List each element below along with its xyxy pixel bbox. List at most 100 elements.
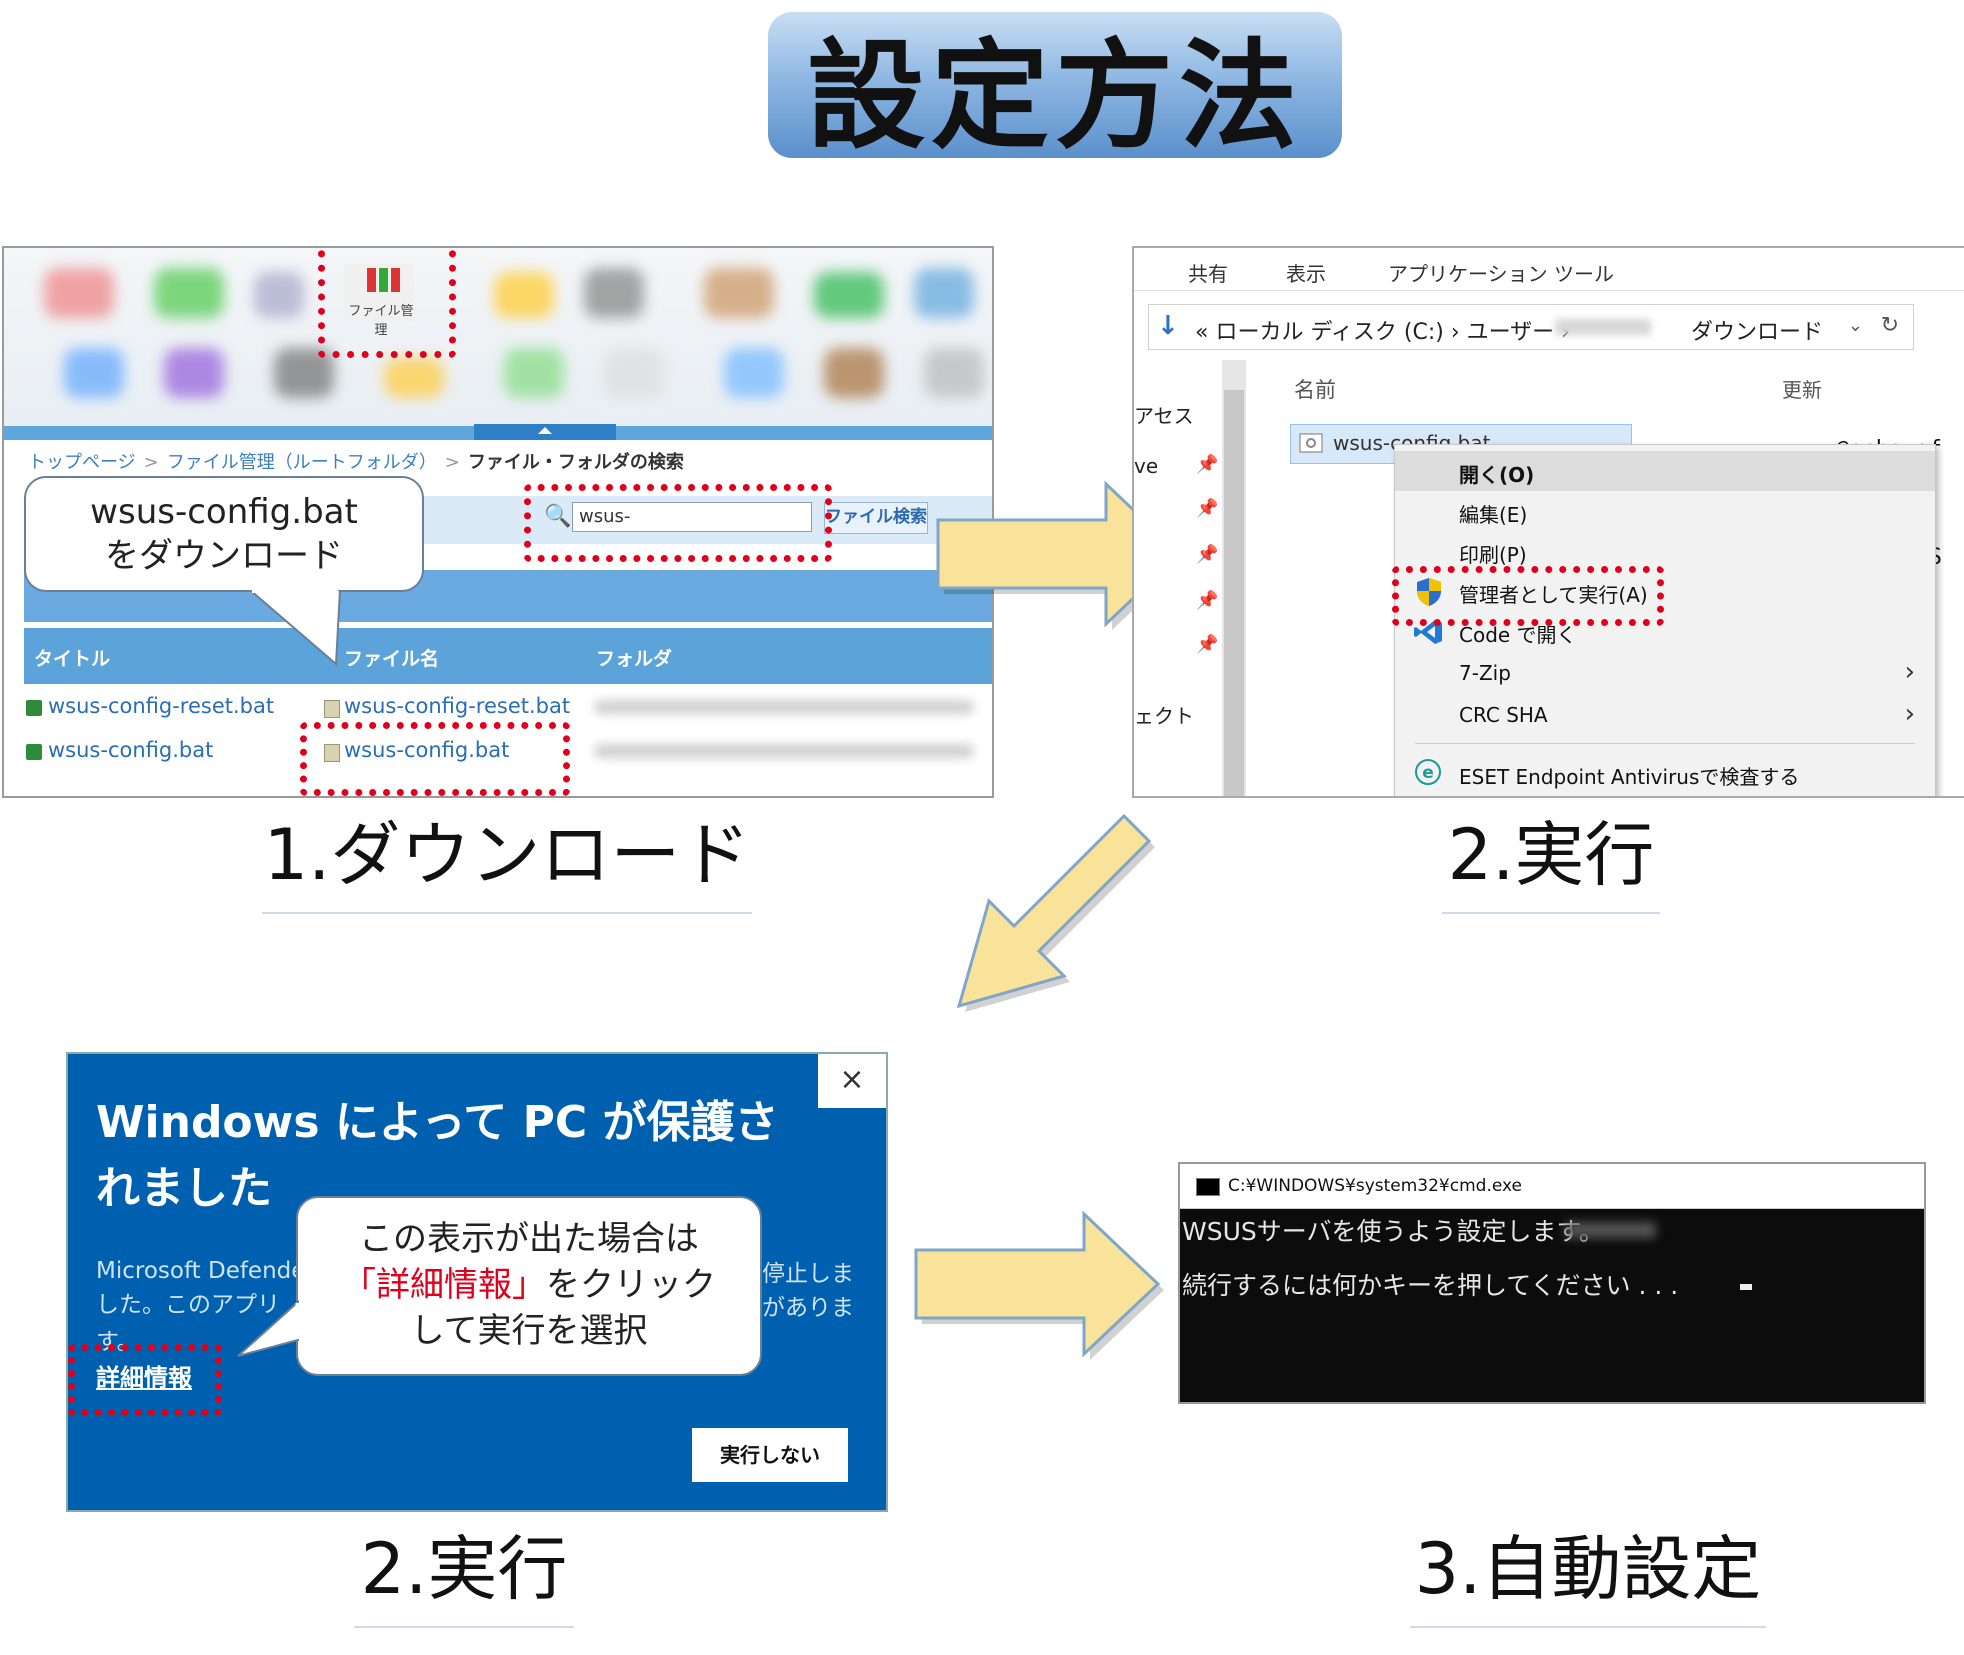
callout-line: をクリック — [546, 1265, 716, 1305]
nav-item[interactable]: ェクト — [1134, 704, 1194, 728]
breadcrumb-top[interactable]: トップページ — [28, 452, 136, 473]
highlight-config-file — [300, 722, 570, 796]
refresh-icon[interactable]: ↻ — [1880, 313, 1899, 338]
more-info-link[interactable]: 詳細情報 — [96, 1364, 192, 1392]
menu-open[interactable]: 開く(O) — [1395, 451, 1935, 491]
tab-app-tools[interactable]: アプリケーション ツール — [1388, 262, 1614, 286]
step3-label: 2.実行 — [354, 1534, 574, 1628]
ribbon-tabs: 共有 表示 アプリケーション ツール — [1134, 248, 1964, 291]
highlight-file-manager — [318, 248, 456, 358]
column-updated[interactable]: 更新 — [1782, 378, 1822, 402]
page-title: 設定方法 — [768, 12, 1342, 165]
menu-edit[interactable]: 編集(E) — [1395, 491, 1935, 531]
cmd-icon — [1196, 1178, 1220, 1196]
breadcrumb: トップページ>ファイル管理（ルートフォルダ）>ファイル・フォルダの検索 — [28, 452, 684, 473]
menu-label: 開く(O) — [1459, 463, 1535, 487]
col-filename: ファイル名 — [344, 648, 440, 670]
table-header: タイトル ファイル名 フォルダ — [24, 628, 992, 684]
callout-more-info: この表示が出た場合は 「詳細情報」をクリック して実行を選択 — [296, 1196, 762, 1376]
tab-view[interactable]: 表示 — [1286, 262, 1326, 286]
menu-eset-scan[interactable]: e ESET Endpoint Antivirusで検査する — [1395, 753, 1935, 793]
file-search-button[interactable]: ファイル検索 — [824, 502, 928, 534]
highlight-search — [524, 484, 832, 562]
col-title: タイトル — [34, 648, 111, 670]
uac-shield-icon — [1417, 578, 1441, 606]
breadcrumb-file-manager[interactable]: ファイル管理（ルートフォルダ） — [166, 452, 437, 473]
cmd-title-bar: C:¥WINDOWS¥system32¥cmd.exe — [1180, 1164, 1924, 1209]
blurred-folder — [594, 700, 974, 714]
menu-label: Code で開く — [1459, 623, 1577, 647]
tab-share[interactable]: 共有 — [1188, 262, 1228, 286]
nav-item[interactable]: アセス — [1134, 404, 1194, 428]
row-filename-link[interactable]: wsus-config.bat — [344, 738, 510, 762]
pin-icon: 📌 — [1196, 634, 1219, 655]
menu-crc-sha[interactable]: CRC SHA › — [1395, 695, 1935, 735]
collapse-tab[interactable] — [474, 424, 616, 440]
callout-tail — [237, 1300, 301, 1357]
dialog-body-line: Microsoft Defender — [96, 1258, 315, 1284]
table-row: wsus-config.bat wsus-config.bat — [24, 732, 992, 772]
file-manager-screenshot: ファイル管理 トップページ>ファイル管理（ルートフォルダ）>ファイル・フォルダの… — [2, 246, 994, 798]
document-icon — [324, 744, 340, 762]
document-icon — [324, 700, 340, 718]
cmd-output-line: WSUSサーバを使うよう設定します。 — [1182, 1217, 1605, 1246]
nav-item[interactable]: ve — [1134, 454, 1159, 478]
navigation-pane: アセス ve ェクト 📌 📌 📌 📌 📌 — [1134, 360, 1238, 796]
pin-icon: 📌 — [1196, 498, 1219, 519]
app-launcher-area: ファイル管理 — [4, 248, 992, 426]
menu-open-with-code[interactable]: Code で開く — [1395, 611, 1935, 651]
step4-label: 3.自動設定 — [1410, 1534, 1766, 1628]
menu-label: 7-Zip — [1459, 661, 1511, 685]
pin-icon: 📌 — [1196, 544, 1219, 565]
callout-line: この表示が出た場合は — [359, 1219, 699, 1259]
menu-separator — [1415, 743, 1915, 744]
row-title-link[interactable]: wsus-config-reset.bat — [48, 694, 275, 718]
cmd-output-line: 続行するには何かキーを押してください . . . — [1182, 1271, 1679, 1300]
arrow-down-left-icon — [944, 806, 1184, 1026]
address-folder: ダウンロード — [1691, 320, 1824, 345]
search-input[interactable]: wsus- — [572, 502, 812, 532]
callout-highlight: 「詳細情報」 — [342, 1265, 546, 1305]
column-name[interactable]: 名前 — [1294, 378, 1336, 402]
callout-download: wsus-config.bat をダウンロード — [24, 476, 424, 592]
chevron-down-icon[interactable]: ⌄ — [1847, 315, 1863, 336]
row-title-link[interactable]: wsus-config.bat — [48, 738, 214, 762]
callout-filename: wsus-config.bat — [90, 492, 358, 532]
search-icon: 🔍 — [544, 504, 572, 529]
eset-icon: e — [1415, 759, 1441, 785]
file-icon — [26, 744, 42, 760]
breadcrumb-current: ファイル・フォルダの検索 — [467, 452, 684, 473]
menu-label: 編集(E) — [1459, 503, 1528, 527]
menu-label: 管理者として実行(A) — [1459, 583, 1648, 607]
cmd-cursor — [1740, 1284, 1752, 1290]
callout-action: をダウンロード — [105, 536, 343, 576]
step1-label: 1.ダウンロード — [262, 820, 752, 914]
dialog-title: Windows によって PC が保護されました — [96, 1097, 779, 1214]
address-bar[interactable]: ↓ « ローカル ディスク (C:) › ユーザー › ダウンロード ⌄ ↻ — [1148, 304, 1914, 350]
bat-file-icon — [1299, 433, 1323, 453]
dont-run-button[interactable]: 実行しない — [692, 1428, 848, 1482]
file-icon — [26, 700, 42, 716]
scrollbar-thumb[interactable] — [1224, 390, 1244, 796]
dialog-body-fragment: 停止しま — [762, 1261, 854, 1287]
menu-label: 印刷(P) — [1459, 543, 1527, 567]
close-icon[interactable]: × — [818, 1054, 886, 1108]
file-manager-label: ファイル管理 — [348, 304, 414, 338]
table-row: wsus-config-reset.bat wsus-config-reset.… — [24, 688, 992, 728]
down-arrow-icon: ↓ — [1157, 311, 1179, 341]
menu-label: CRC SHA — [1459, 703, 1548, 727]
dialog-body-fragment: がありま — [762, 1295, 854, 1321]
menu-print[interactable]: 印刷(P) — [1395, 531, 1935, 571]
chevron-right-icon: › — [1904, 699, 1915, 729]
step2-label: 2.実行 — [1442, 820, 1660, 914]
col-folder: フォルダ — [596, 648, 673, 670]
menu-run-as-admin[interactable]: 管理者として実行(A) — [1395, 571, 1935, 611]
blurred-username — [1555, 319, 1651, 335]
menu-label: ESET Endpoint Antivirusで検査する — [1459, 765, 1800, 789]
row-filename-link[interactable]: wsus-config-reset.bat — [344, 694, 571, 718]
binder-icon — [367, 268, 400, 292]
highlight-more-info — [68, 1344, 222, 1416]
callout-line: して実行を選択 — [410, 1311, 648, 1351]
address-path: « ローカル ディスク (C:) › ユーザー › — [1195, 320, 1570, 345]
menu-7zip[interactable]: 7-Zip› — [1395, 653, 1935, 693]
